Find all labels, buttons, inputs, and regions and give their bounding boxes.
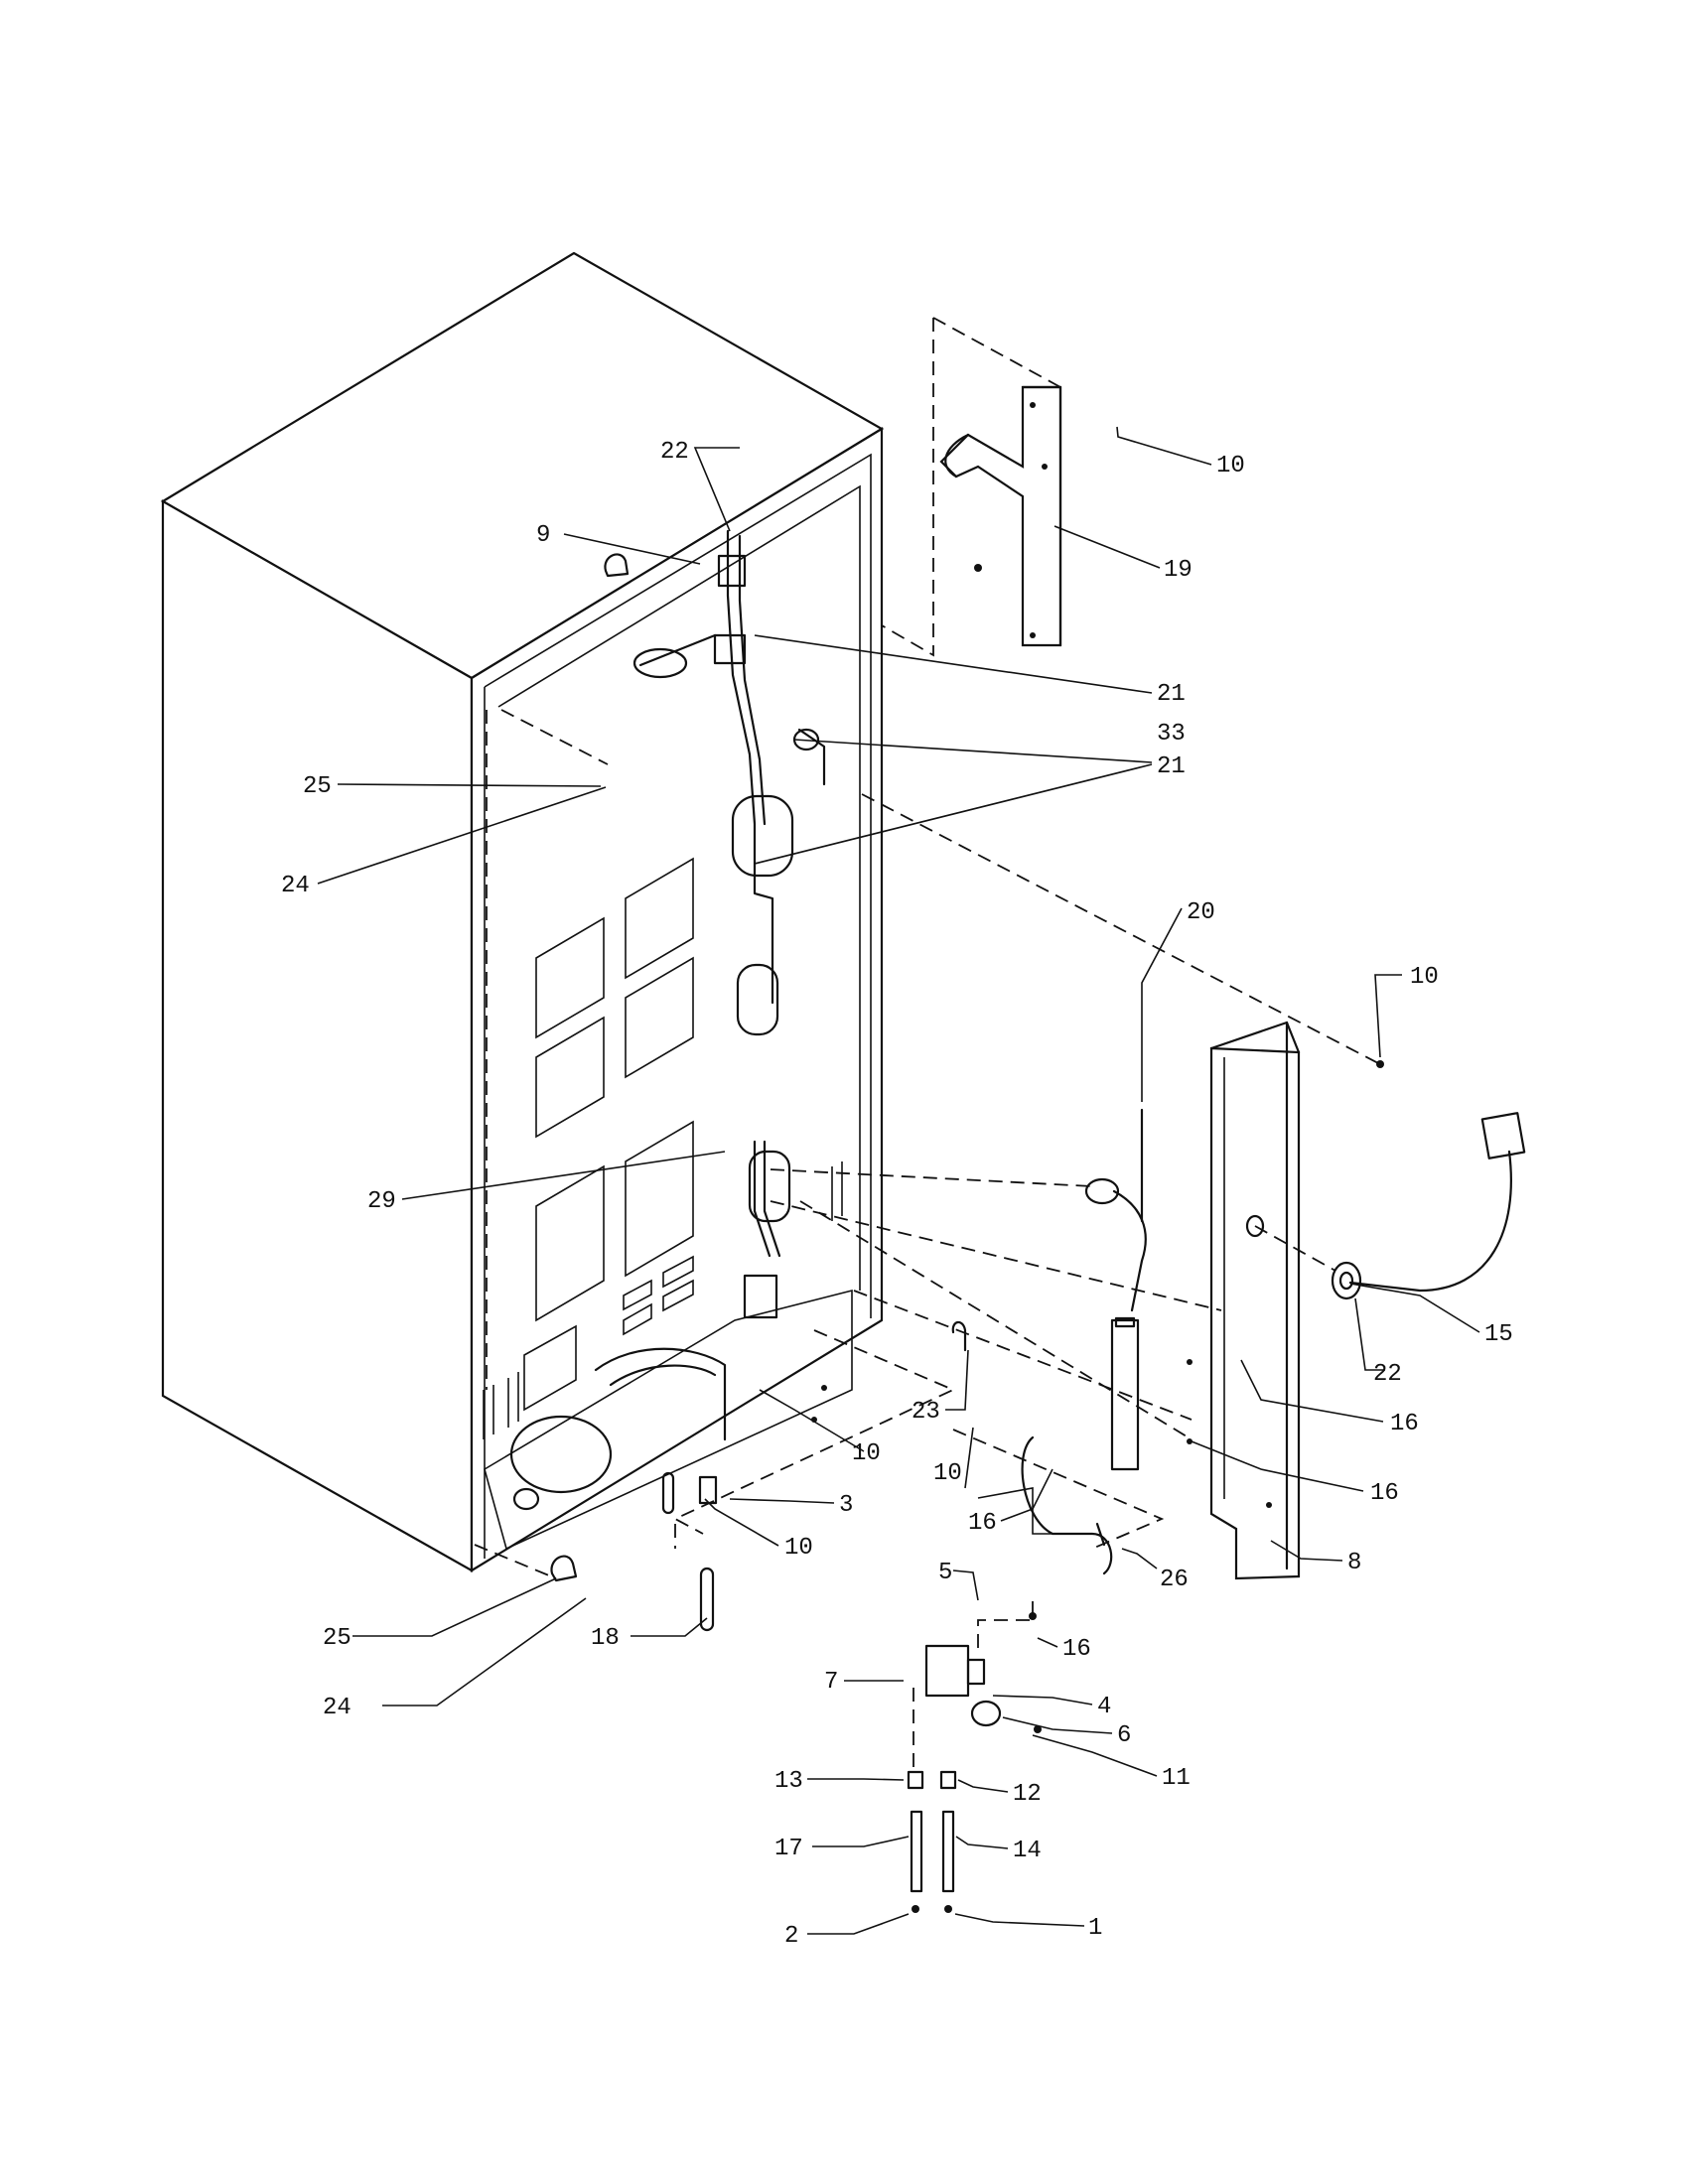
wiring-harness	[1021, 1108, 1147, 1575]
label-part-24-lower: 24	[323, 1695, 351, 1721]
cabinet	[160, 251, 885, 1572]
part-labels: 10 19 22 9 21 33 21 25 24 20 10 29 15 22…	[281, 439, 1513, 1950]
label-part-20: 20	[1187, 899, 1215, 926]
label-part-10-f: 10	[784, 1535, 813, 1562]
label-part-13: 13	[774, 1768, 803, 1795]
label-part-12: 12	[1013, 1781, 1042, 1808]
label-part-18: 18	[591, 1625, 620, 1652]
label-part-16-a: 16	[1390, 1411, 1419, 1437]
power-cord	[1331, 1112, 1526, 1300]
right-cover-panel	[1209, 1021, 1301, 1580]
label-part-25-lower: 25	[323, 1625, 351, 1652]
label-part-2: 2	[784, 1923, 798, 1950]
cabinet-back	[470, 427, 884, 1572]
water-valve-assembly	[907, 1600, 1042, 1913]
label-part-21-upper: 21	[1157, 681, 1186, 708]
label-part-8: 8	[1347, 1550, 1361, 1576]
back-flange-outer	[484, 453, 872, 1318]
upper-cover-panel	[881, 317, 1062, 657]
machine-compartment	[484, 1289, 853, 1551]
label-part-21-lower: 21	[1157, 753, 1186, 780]
label-part-16-b: 16	[1370, 1480, 1399, 1507]
label-part-25-upper: 25	[303, 773, 332, 800]
label-part-22-top: 22	[660, 439, 689, 466]
label-part-1: 1	[1088, 1915, 1102, 1942]
explosion-lines	[474, 709, 1381, 1767]
compressor	[509, 1415, 613, 1494]
label-part-5: 5	[938, 1560, 952, 1586]
label-part-10-e: 10	[852, 1440, 881, 1467]
label-part-11: 11	[1162, 1765, 1191, 1792]
label-part-17: 17	[774, 1836, 803, 1862]
label-part-24-upper: 24	[281, 873, 310, 899]
label-part-10-right: 10	[1410, 964, 1439, 991]
label-part-22-lower: 22	[1373, 1361, 1402, 1388]
label-part-23: 23	[912, 1399, 940, 1426]
label-part-3: 3	[839, 1492, 853, 1519]
label-part-9: 9	[536, 522, 550, 549]
label-part-7: 7	[824, 1669, 838, 1696]
label-part-33: 33	[1157, 721, 1186, 748]
label-part-10-d: 10	[933, 1460, 962, 1487]
label-part-4: 4	[1097, 1694, 1111, 1720]
label-part-16-d: 16	[1062, 1636, 1091, 1663]
label-part-29: 29	[367, 1188, 396, 1215]
label-part-10-top: 10	[1216, 453, 1245, 479]
label-part-26: 26	[1160, 1567, 1189, 1593]
label-part-16-c: 16	[968, 1510, 997, 1537]
label-part-15: 15	[1484, 1321, 1513, 1348]
cabinet-side	[161, 499, 474, 1572]
label-part-6: 6	[1117, 1722, 1131, 1749]
leader-lines	[317, 426, 1480, 1935]
label-part-14: 14	[1013, 1838, 1042, 1864]
label-part-19: 19	[1164, 557, 1193, 584]
